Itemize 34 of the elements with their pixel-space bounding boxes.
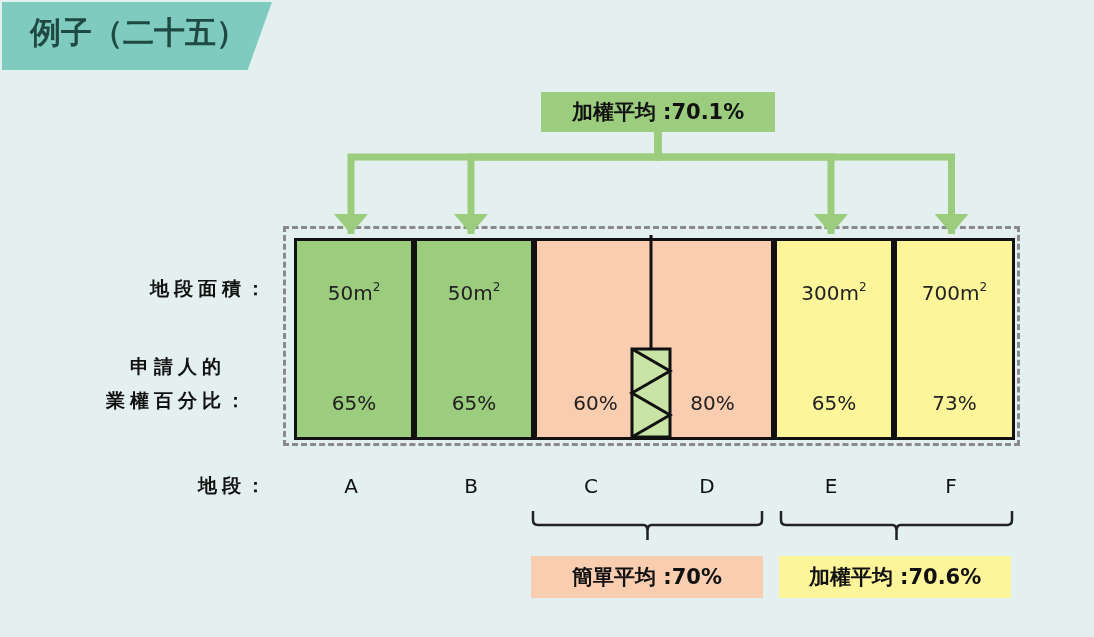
average-text: 簡單平均 :70% [572, 564, 722, 591]
row-label: 地段： [196, 473, 270, 498]
average-box [541, 92, 775, 132]
percentage-value: 80% [689, 391, 736, 415]
area-value: 300m$^{2}$ [800, 281, 868, 305]
parcel-letter: F [944, 474, 958, 498]
percentage-value: 65% [450, 391, 498, 415]
percentage-value: 65% [810, 391, 858, 415]
title: 例子（二十五） [2, 2, 272, 70]
parcel-cell [414, 238, 534, 440]
dashed-frame [283, 226, 1020, 446]
parcel-cell [534, 238, 654, 440]
parcel-letter: A [343, 474, 359, 498]
area-value: 50m$^{2}$ [326, 281, 382, 305]
area-value: 700m$^{2}$ [920, 281, 989, 305]
percentage-value: 73% [931, 391, 978, 415]
average-text: 加權平均 :70.6% [808, 564, 982, 591]
row-label: 地段面積： [148, 276, 270, 301]
parcel-letter: C [583, 474, 599, 498]
parcel-letter: D [698, 474, 716, 498]
average-box [531, 556, 763, 598]
percentage-value: 65% [330, 391, 378, 415]
average-text: 加權平均 :70.1% [571, 99, 745, 126]
arrow [654, 132, 969, 234]
percentage-value: 60% [572, 391, 619, 415]
parcel-cell [774, 238, 894, 440]
parcel-letter: B [463, 474, 479, 498]
parcel-cell [894, 238, 1015, 440]
average-box [779, 556, 1011, 598]
parcel-cell [294, 238, 414, 440]
row-label: 申請人的業權百分比： [105, 354, 251, 413]
area-value: 50m$^{2}$ [446, 281, 502, 305]
parcel-letter: E [823, 474, 839, 498]
parcel-cell [654, 238, 774, 440]
